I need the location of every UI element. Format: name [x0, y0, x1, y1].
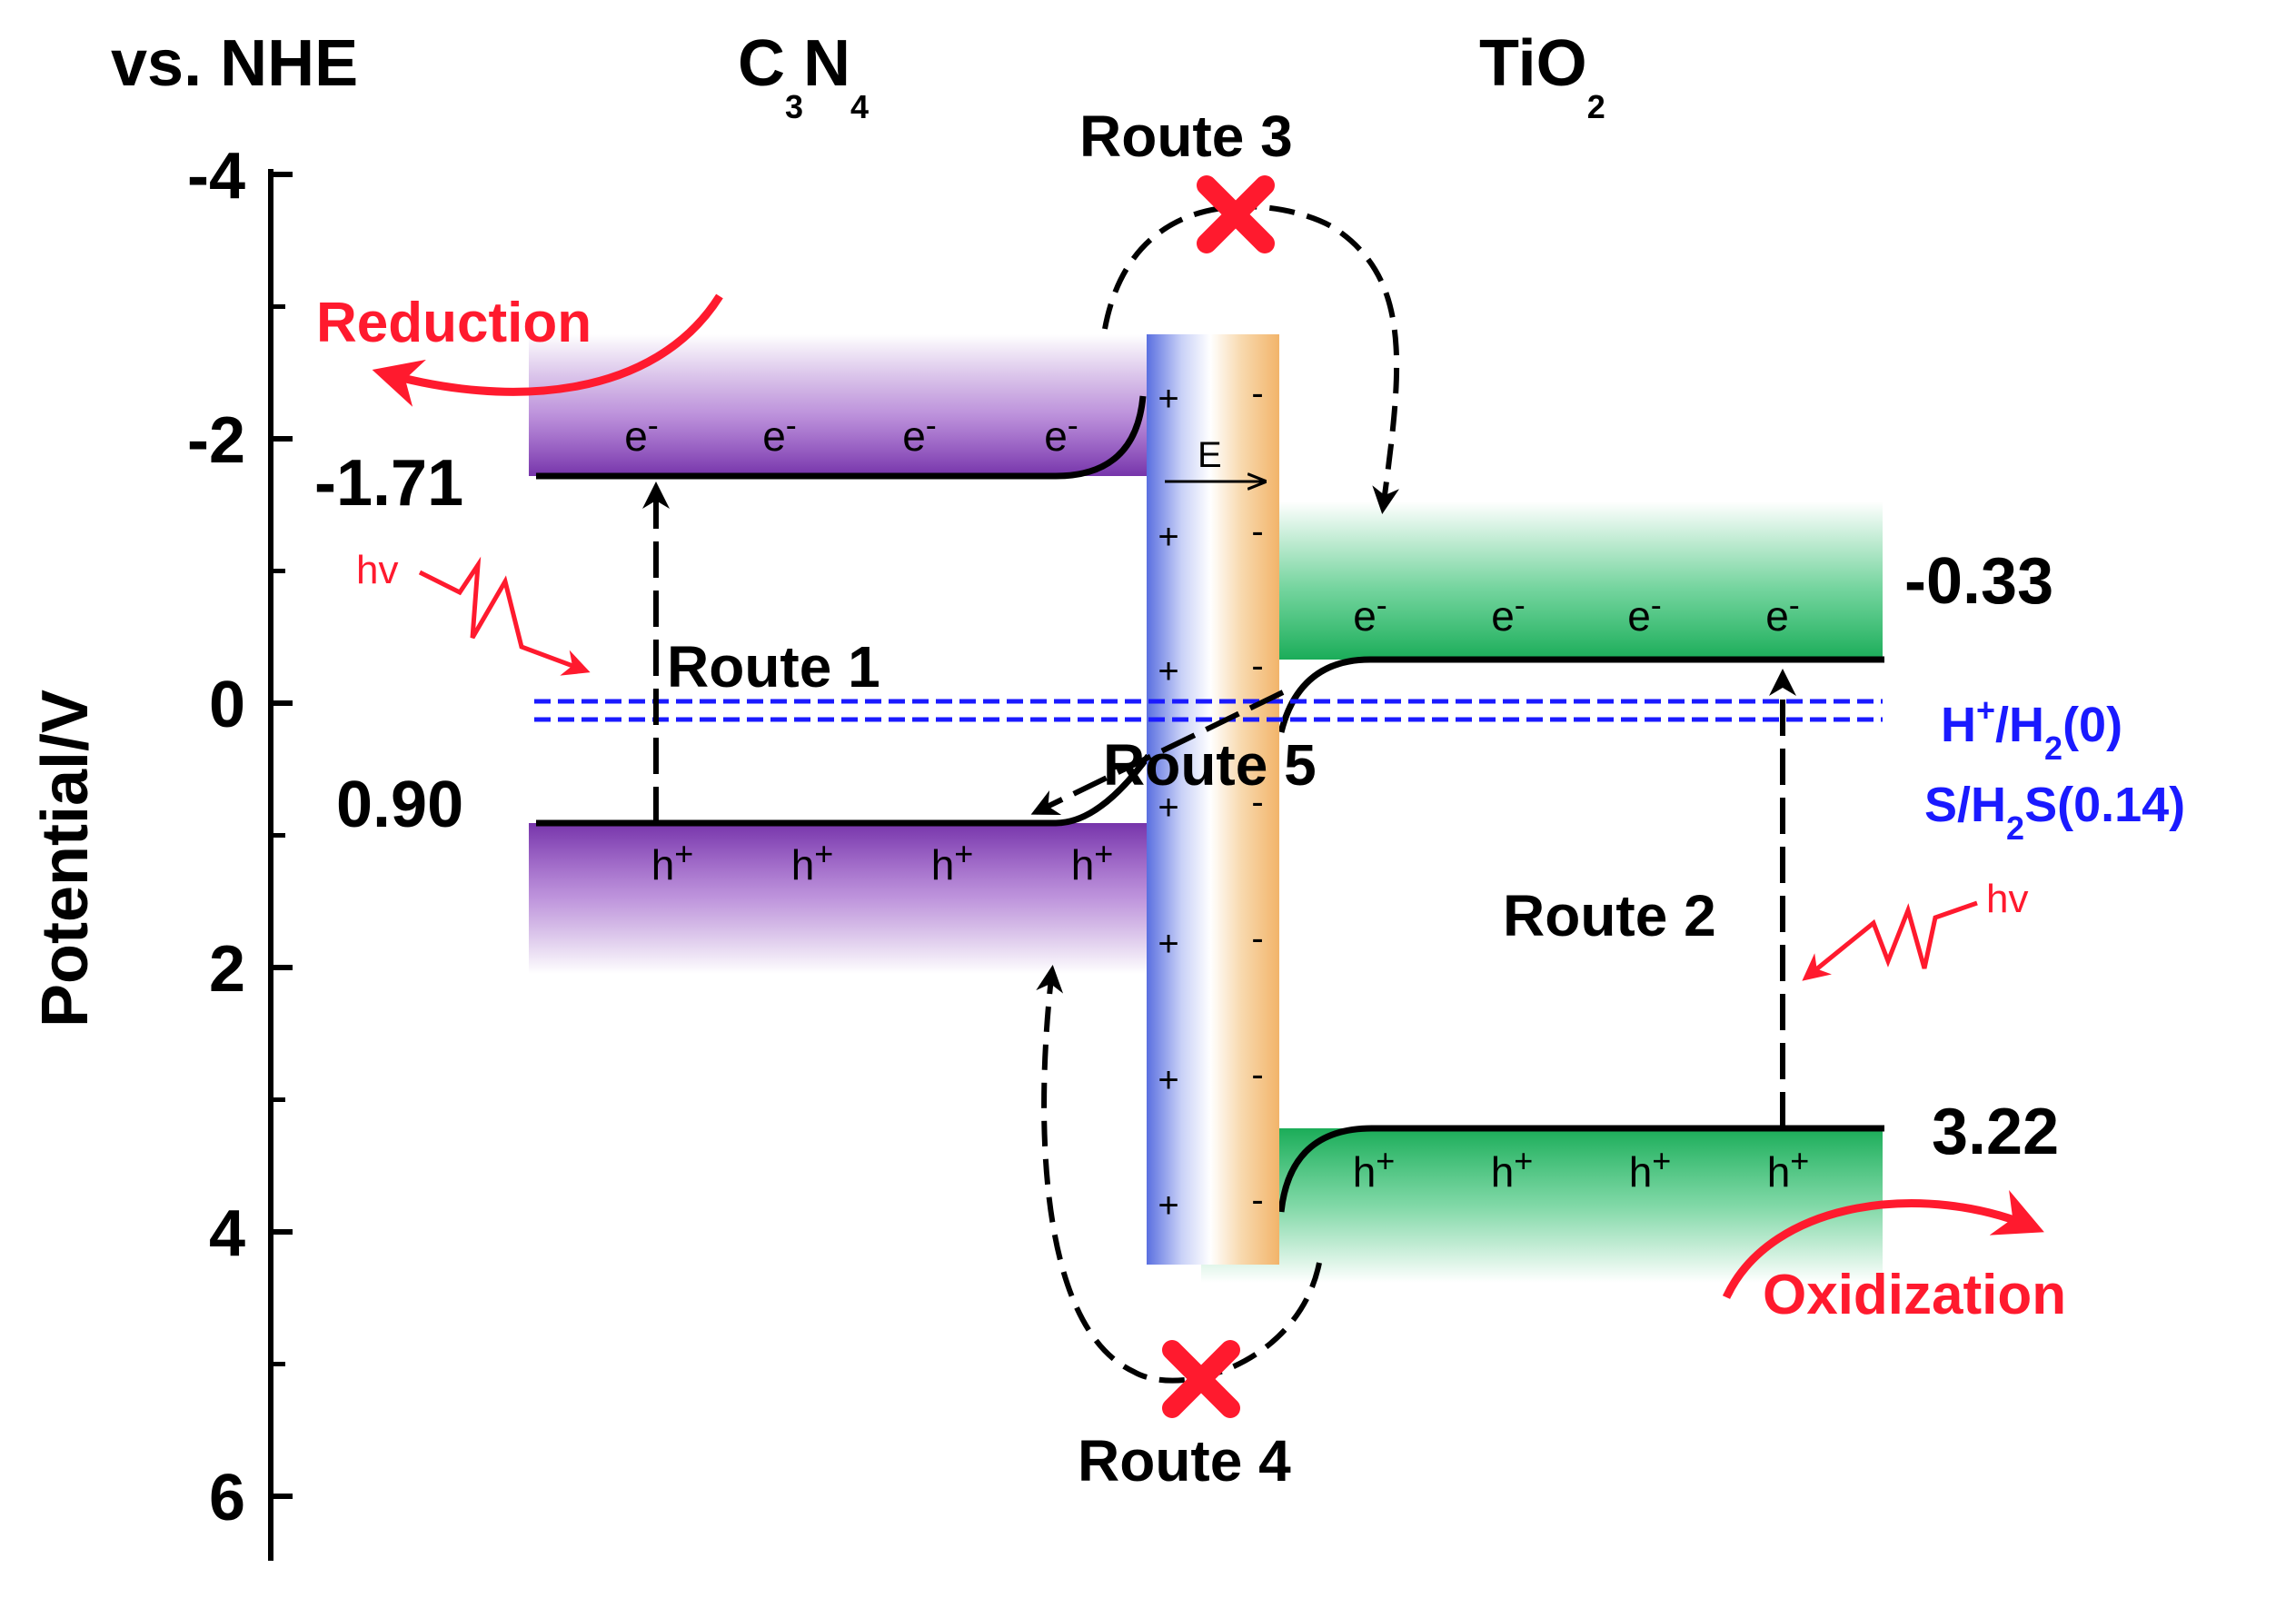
c3n4-valence-band [529, 753, 1151, 974]
y-axis-reference-label: vs. NHE [111, 27, 358, 100]
route-3-label: Route 3 [1079, 104, 1293, 169]
electron: e- [1353, 586, 1387, 640]
electron: e- [1044, 406, 1078, 460]
negative-charge: - [1251, 918, 1263, 958]
electron: e- [1627, 586, 1662, 640]
route-3: Route 3 [1079, 104, 1400, 514]
tio2-vb-value: 3.22 [1932, 1096, 2059, 1168]
positive-charge: + [1158, 651, 1178, 691]
electric-field-label: E [1198, 435, 1222, 475]
hole: h+ [931, 835, 974, 888]
electron: e- [624, 406, 659, 460]
negative-charge: - [1251, 1055, 1263, 1095]
route-2: Route 2 [1503, 669, 1796, 1128]
interface-tio2-side [1210, 334, 1279, 1265]
y-axis-ticks: -4 -2 0 2 4 6 [187, 140, 293, 1534]
c3n4-light-excitation: hv [356, 548, 591, 676]
y-axis-title: Potential/V [29, 690, 102, 1027]
reduction-arrow [372, 293, 723, 407]
c3n4-cb-fill [529, 334, 1148, 476]
tio2-cb-edge [1277, 656, 1884, 733]
electron: e- [762, 406, 797, 460]
electron: e- [1491, 586, 1526, 640]
interface-positive-charges: + + + + + + + [1158, 379, 1178, 1226]
h2-couple-label: H+/H2(0) [1941, 691, 2122, 767]
y-tick-label: -4 [187, 140, 245, 213]
interface-region: + + + + + + + - - - - - - - E [1147, 334, 1279, 1265]
tio2-conduction-band [1277, 501, 1884, 733]
positive-charge: + [1158, 924, 1178, 964]
route-1-label: Route 1 [667, 634, 880, 700]
tio2-light-excitation: hv [1802, 877, 2028, 981]
positive-charge: + [1158, 517, 1178, 557]
c3n4-conduction-band [529, 334, 1148, 480]
c3n4-vb-edge [536, 753, 1151, 827]
y-tick-label: 4 [209, 1197, 245, 1270]
h2s-couple-label: S/H2S(0.14) [1924, 778, 2185, 847]
interface-negative-charges: - - - - - - - [1251, 373, 1263, 1220]
tio2-vb-fill [1201, 1128, 1883, 1283]
c3n4-cb-value: -1.71 [314, 447, 463, 520]
route-2-label: Route 2 [1503, 883, 1716, 948]
tio2-label: TiO2 [1479, 27, 1605, 125]
negative-charge: - [1251, 373, 1263, 413]
c3n4-vb-fill [529, 823, 1148, 974]
oxidization-label: Oxidization [1763, 1264, 2066, 1326]
positive-charge: + [1158, 1060, 1178, 1100]
oxidization-arrow [1722, 1190, 2044, 1299]
tio2-cb-value: -0.33 [1904, 545, 2053, 618]
y-tick-label: -2 [187, 404, 245, 477]
tio2-hv-label: hv [1986, 877, 2028, 921]
tio2-vb-edge [1277, 1125, 1884, 1213]
hole: h+ [651, 835, 694, 888]
route-4-arrow [1036, 965, 1322, 1384]
interface-c3n4-side [1147, 334, 1210, 1265]
y-tick-label: 0 [209, 669, 245, 741]
electron: e- [1765, 586, 1800, 640]
charge-carriers: e-e-e-e-h+ h+ h+ h+ e-e-e-e-h+ h+ h+ h+ [624, 406, 1809, 1196]
positive-charge: + [1158, 788, 1178, 828]
route-5: Route 5 [1030, 690, 1317, 816]
route-4: Route 4 [1036, 965, 1322, 1494]
negative-charge: - [1251, 782, 1263, 822]
negative-charge: - [1251, 511, 1263, 551]
c3n4-label: C3N4 [738, 27, 869, 125]
route-4-label: Route 4 [1078, 1428, 1291, 1494]
hole: h+ [1353, 1142, 1396, 1196]
oxidization-process: Oxidization [1722, 1190, 2066, 1326]
positive-charge: + [1158, 1186, 1178, 1226]
route-1: Route 1 [642, 481, 880, 823]
hole: h+ [1491, 1142, 1534, 1196]
reduction-process: Reduction [316, 292, 723, 407]
c3n4-light-icon [418, 556, 591, 676]
c3n4-cb-edge [536, 395, 1147, 480]
tio2-valence-band [1201, 1125, 1884, 1283]
hole: h+ [791, 835, 834, 888]
y-tick-label: 6 [209, 1462, 245, 1534]
negative-charge: - [1251, 1180, 1263, 1220]
tio2-light-icon [1802, 900, 1978, 981]
route-5-arrow [1030, 690, 1285, 816]
y-tick-label: 2 [209, 933, 245, 1006]
route-3-blocked-icon [1197, 175, 1275, 253]
y-axis: -4 -2 0 2 4 6 vs. NHE Potential/V [29, 27, 358, 1561]
tio2-cb-fill [1277, 501, 1883, 660]
redox-reference-lines [534, 699, 1883, 722]
positive-charge: + [1158, 379, 1178, 419]
c3n4-vb-value: 0.90 [336, 769, 463, 841]
hole: h+ [1071, 835, 1114, 888]
c3n4-hv-label: hv [356, 548, 398, 592]
route-5-label: Route 5 [1103, 732, 1317, 798]
hole: h+ [1629, 1142, 1672, 1196]
route-4-blocked-icon [1162, 1340, 1240, 1418]
hole: h+ [1767, 1142, 1810, 1196]
route-3-arrow [1102, 203, 1400, 514]
negative-charge: - [1251, 646, 1263, 686]
reduction-label: Reduction [316, 292, 591, 354]
electron: e- [902, 406, 937, 460]
